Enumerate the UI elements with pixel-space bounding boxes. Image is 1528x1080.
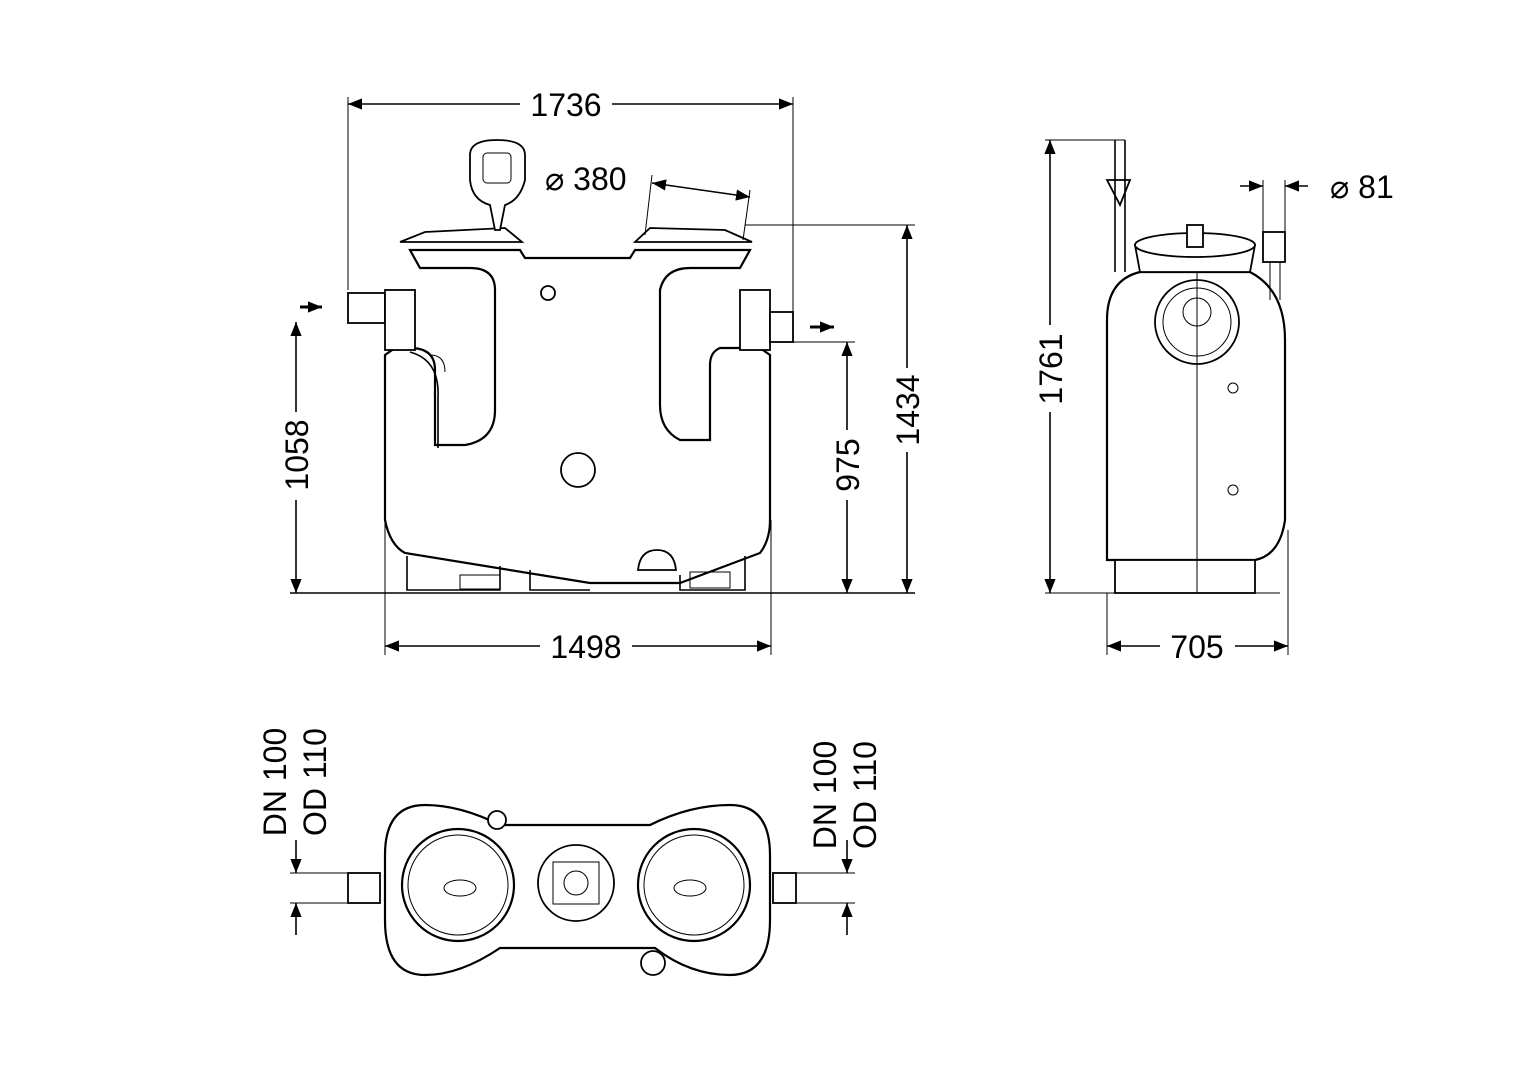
top-view: DN 100 OD 110 DN 100 OD 110	[257, 728, 883, 977]
tank-body-outline	[383, 248, 772, 585]
outlet-dn-label: DN 100	[807, 741, 843, 850]
top-outlet-pipe	[772, 872, 797, 904]
dim-overall-height: 1761	[1033, 333, 1069, 404]
inspection-port	[560, 452, 596, 488]
dim-outlet-height: 975	[830, 438, 866, 491]
left-manhole	[400, 827, 516, 943]
dim-base-width: 1498	[550, 629, 621, 665]
side-body-outline	[1105, 270, 1287, 562]
sensor-port	[540, 285, 556, 301]
front-view: 1736 ⌀ 380 1434 1058 975 1498	[279, 87, 926, 665]
outlet-pipe	[769, 311, 794, 343]
dim-inlet-height: 1058	[279, 419, 315, 490]
right-cover	[632, 227, 753, 243]
left-cover	[399, 227, 525, 243]
side-lifting-key	[1105, 179, 1132, 208]
inlet-chamber-edge	[409, 351, 439, 448]
inlet-dn-label: DN 100	[257, 728, 293, 837]
inlet-pipe	[347, 292, 386, 324]
inlet-od-label: OD 110	[297, 728, 333, 836]
dim-cover-diameter: ⌀ 380	[545, 161, 627, 197]
side-base	[1114, 559, 1256, 594]
dim-depth: 705	[1170, 629, 1223, 665]
top-inlet-pipe	[347, 872, 381, 904]
center-port	[537, 844, 615, 922]
vent-pipe	[1262, 231, 1286, 263]
right-manhole	[636, 827, 752, 943]
dim-pipe-diameter: ⌀ 81	[1330, 169, 1394, 205]
dim-overall-width: 1736	[530, 87, 601, 123]
outlet-od-label: OD 110	[847, 741, 883, 849]
dim-body-height: 1434	[890, 374, 926, 445]
side-view: 1761 ⌀ 81 705	[1033, 139, 1394, 665]
top-body-outline	[383, 803, 772, 977]
drain-arch	[637, 549, 677, 571]
